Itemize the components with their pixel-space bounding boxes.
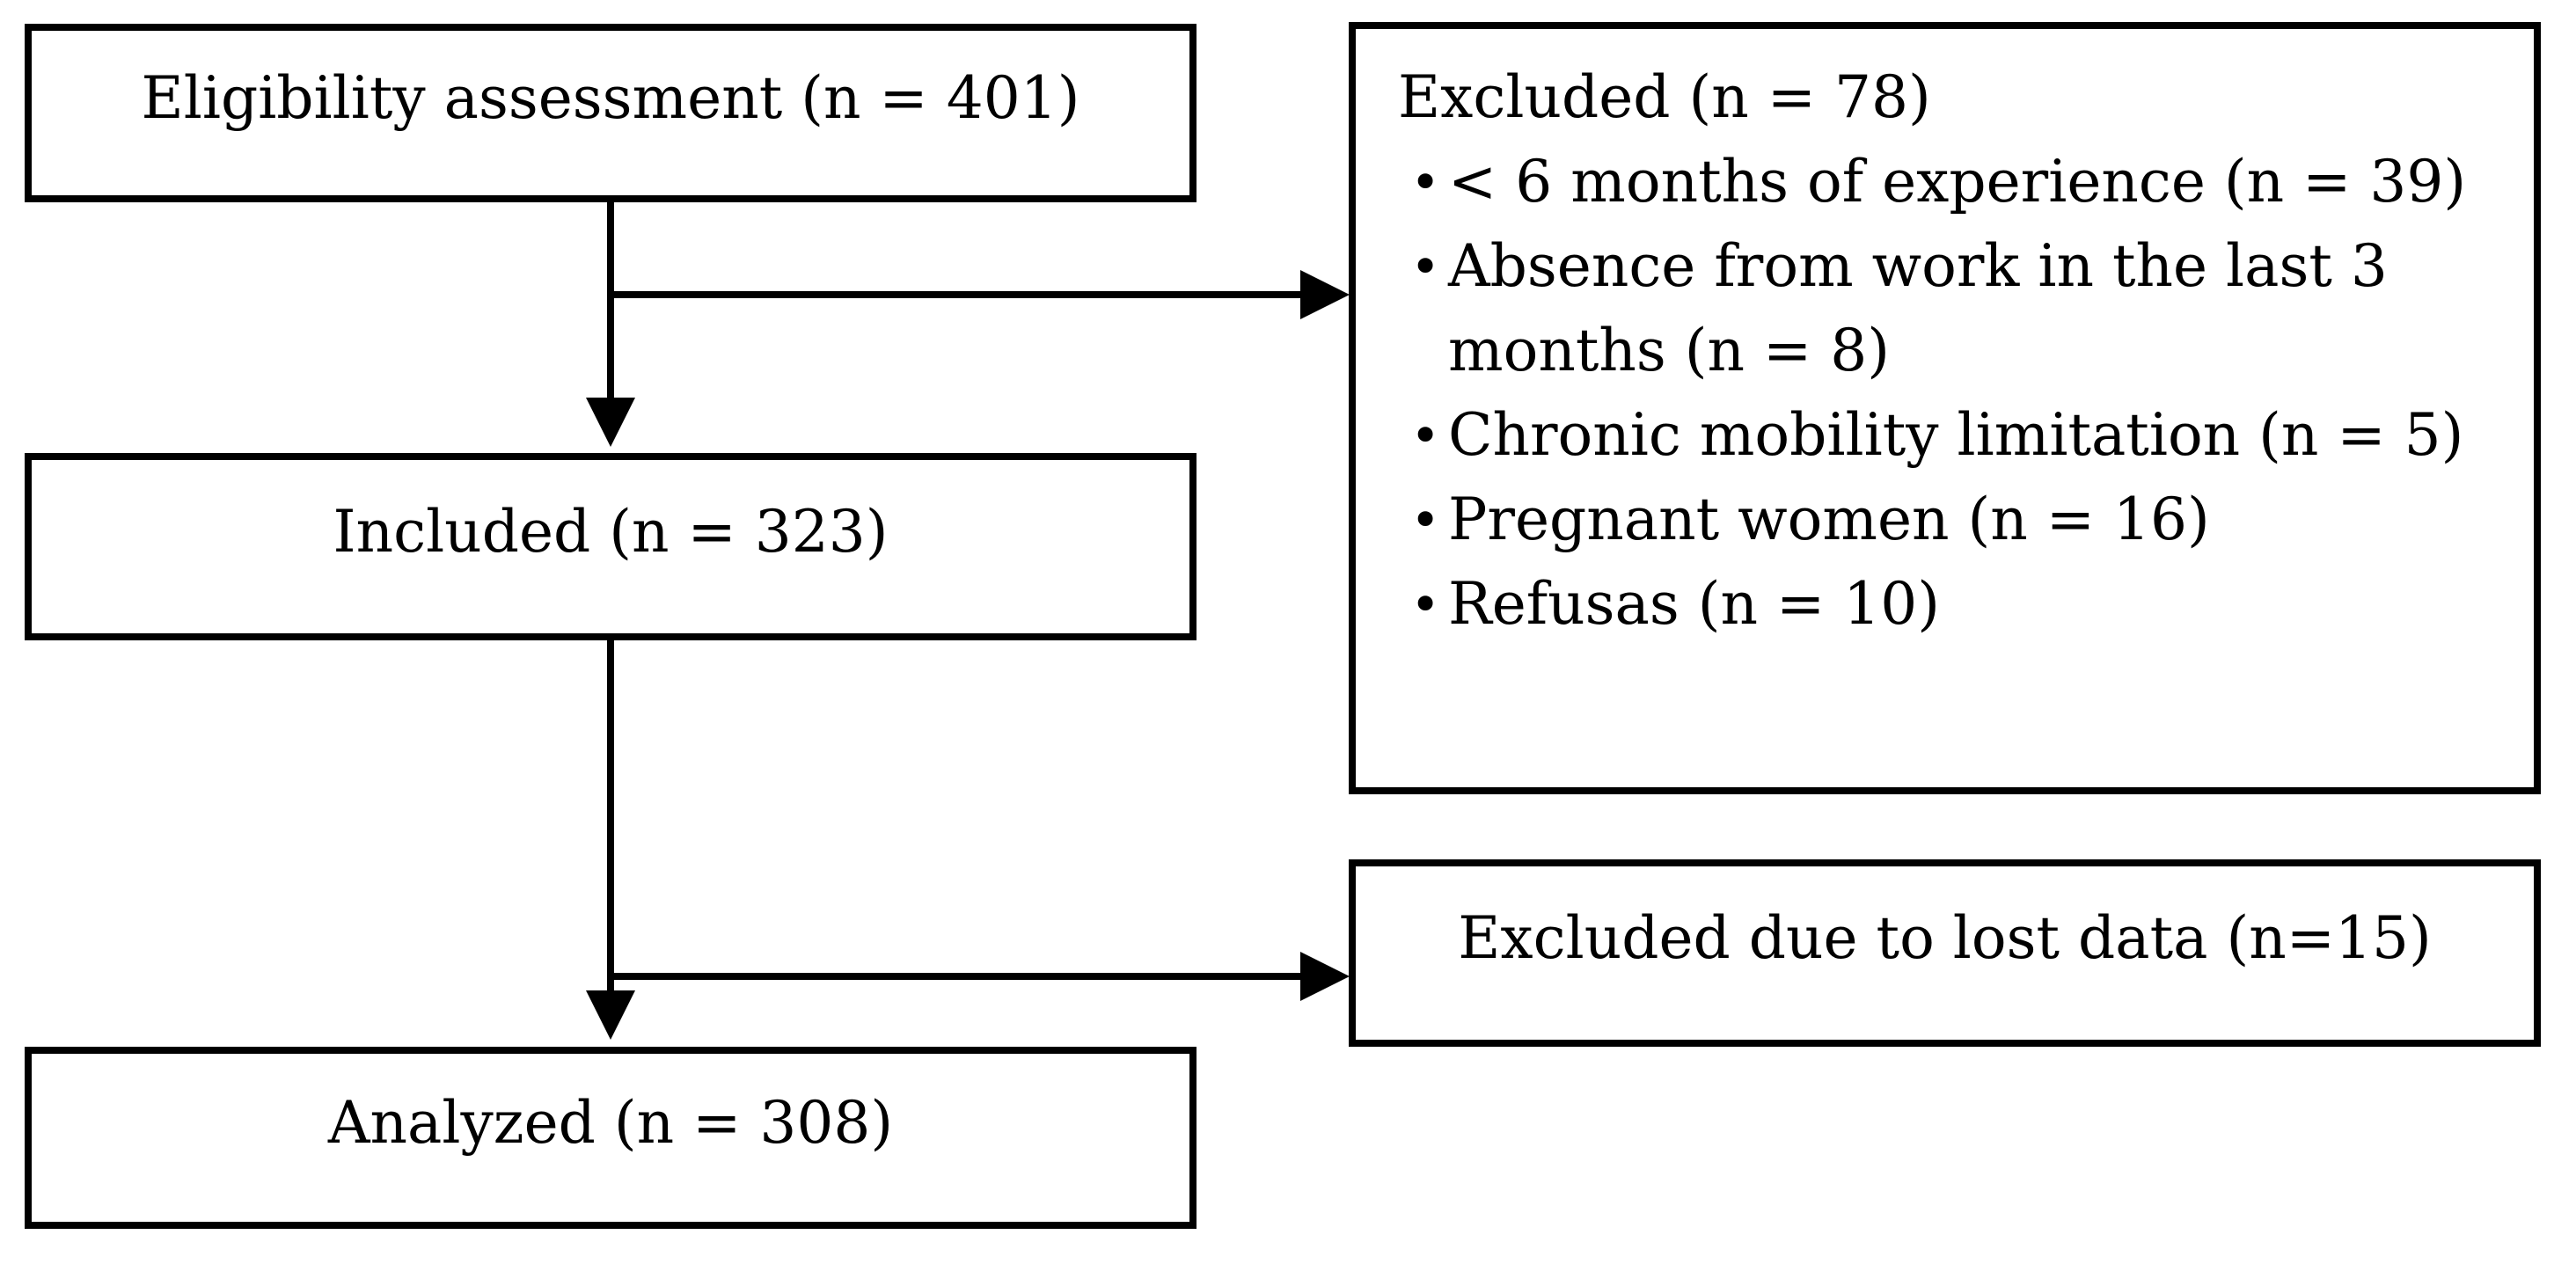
- node-analyzed-label: Analyzed (n = 308): [327, 1089, 894, 1157]
- arrowhead-right-into-lost-data-icon: [1300, 952, 1350, 1001]
- excluded-bullet-text: < 6 months of experience (n = 39): [1448, 148, 2467, 216]
- bullet-glyph-icon: •: [1410, 490, 1441, 550]
- bullet-glyph-icon: •: [1410, 152, 1441, 212]
- excluded-bullet-item: •Pregnant women (n = 16): [1356, 478, 2534, 562]
- arrowhead-down-into-analyzed-icon: [586, 990, 635, 1040]
- node-lost-data-box: Excluded due to lost data (n=15): [1349, 859, 2541, 1047]
- arrowhead-down-into-included-icon: [586, 398, 635, 447]
- excluded-title: Excluded (n = 78): [1398, 63, 1931, 131]
- excluded-content: Excluded (n = 78) •< 6 months of experie…: [1356, 29, 2534, 647]
- connector-branch-to-lost-data-line: [607, 973, 1302, 980]
- excluded-bullet-item: •< 6 months of experience (n = 39): [1356, 140, 2534, 224]
- node-eligibility-label: Eligibility assessment (n = 401): [141, 64, 1080, 132]
- connector-eligibility-to-included-line: [607, 202, 614, 403]
- excluded-bullet-text: Pregnant women (n = 16): [1448, 486, 2210, 553]
- bullet-glyph-icon: •: [1410, 574, 1441, 634]
- node-excluded-box: Excluded (n = 78) •< 6 months of experie…: [1349, 22, 2541, 794]
- node-included-box: Included (n = 323): [25, 453, 1197, 640]
- connector-included-to-analyzed-line: [607, 640, 614, 994]
- connector-branch-to-excluded-line: [607, 291, 1302, 298]
- bullet-glyph-icon: •: [1410, 237, 1441, 296]
- arrowhead-right-into-excluded-icon: [1300, 270, 1350, 319]
- excluded-bullet-item: •Absence from work in the last 3 months …: [1356, 224, 2534, 393]
- node-analyzed-box: Analyzed (n = 308): [25, 1047, 1197, 1229]
- excluded-bullet-item: •Refusas (n = 10): [1356, 562, 2534, 647]
- node-included-label: Included (n = 323): [333, 498, 889, 566]
- excluded-bullet-text: Refusas (n = 10): [1448, 570, 1941, 638]
- bullet-glyph-icon: •: [1410, 406, 1441, 465]
- excluded-bullet-item: •Chronic mobility limitation (n = 5): [1356, 393, 2534, 478]
- excluded-bullet-list: •< 6 months of experience (n = 39)•Absen…: [1356, 140, 2534, 647]
- node-eligibility-box: Eligibility assessment (n = 401): [25, 24, 1197, 202]
- excluded-bullet-text: Chronic mobility limitation (n = 5): [1448, 401, 2464, 469]
- excluded-bullet-text: Absence from work in the last 3 months (…: [1448, 232, 2388, 384]
- node-lost-data-label: Excluded due to lost data (n=15): [1458, 904, 2432, 972]
